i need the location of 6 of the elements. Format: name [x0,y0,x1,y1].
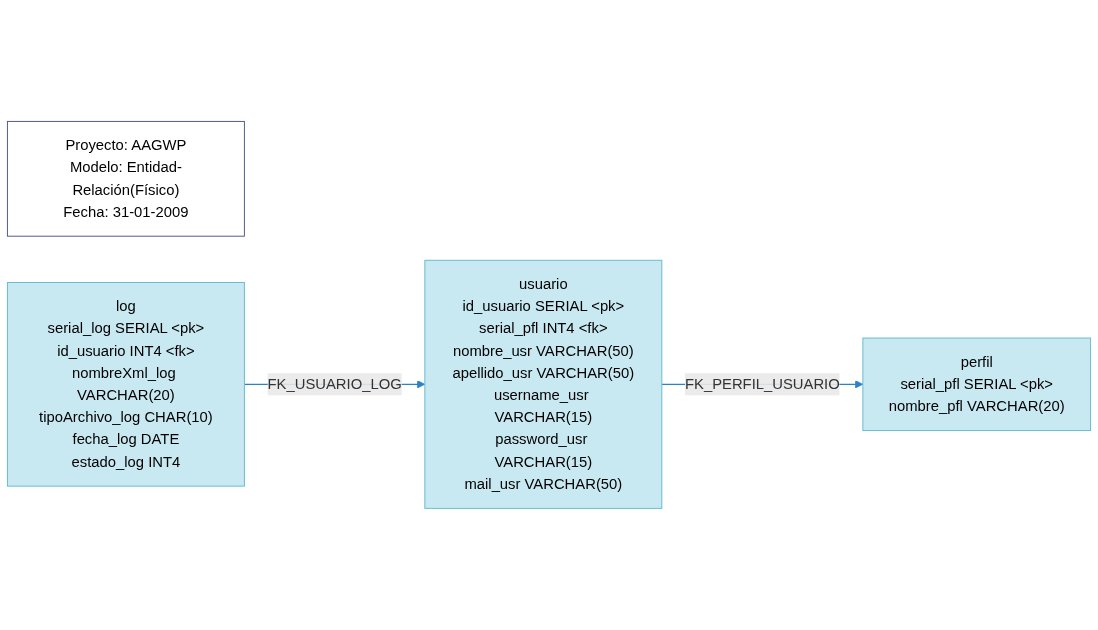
node-box: perfil serial_pfl SERIAL <pk> nombre_pfl VARCHAR(20) [862,337,1092,432]
node-box: Proyecto: AAGWP Modelo: Entidad-Relación(Físico) Fecha: 31-01-2009 [6,121,245,237]
edge-label: FK_PERFIL_USUARIO [684,376,840,392]
edge-label: FK_USUARIO_LOG [267,376,402,392]
node-box: usuario id_usuario SERIAL <pk> serial_pfl INT4 <fk> nombre_usr VARCHAR(50) apellido_usr VARCHAR(50) username_usr VARCHAR(15) password_usr VARCHAR(15) mail_usr VARCHAR(50) [424,259,663,509]
node-box: log serial_log SERIAL <pk> id_usuario INT4 <fk> nombreXml_log VARCHAR(20) tipoArchivo_log CHAR(10) fecha_log DATE estado_log INT4 [6,282,245,487]
